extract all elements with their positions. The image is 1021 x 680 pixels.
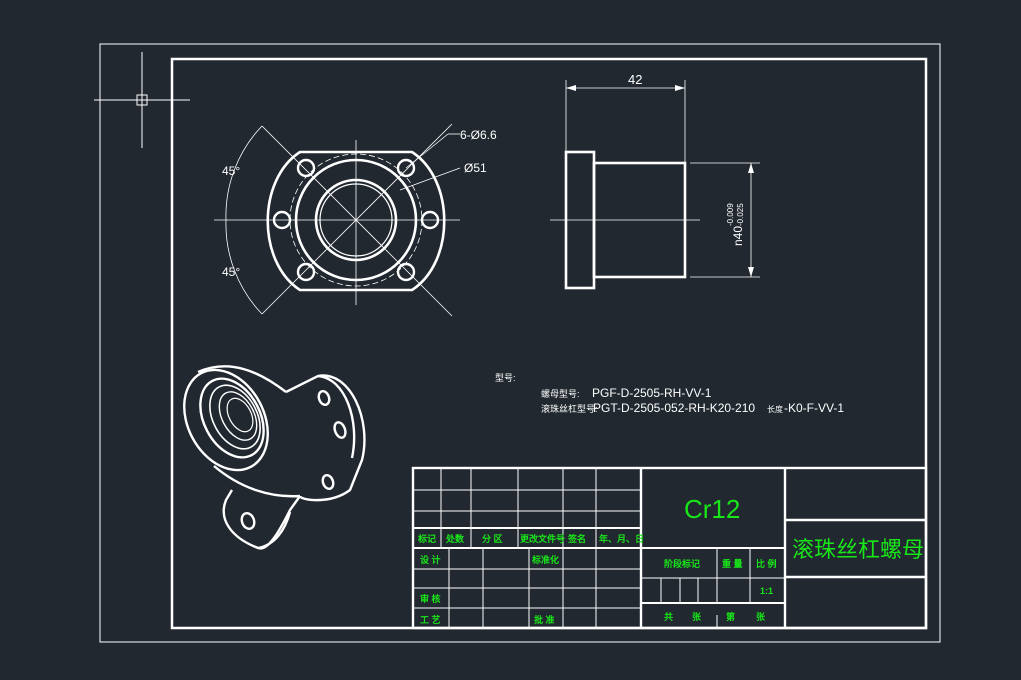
dia-dim: n40 (731, 226, 745, 246)
outer-frame (99, 43, 941, 643)
screw-length: 长度 (767, 404, 783, 414)
front-view: 6-Ø6.6 Ø51 45° 45° (214, 123, 497, 317)
sheets-unit-label: 张 (692, 611, 702, 622)
rev-header-count: 处数 (445, 533, 465, 544)
review-label: 审 核 (420, 593, 441, 604)
rev-header-date: 年、月、日 (599, 533, 644, 544)
screw-model-b: -K0-F-VV-1 (784, 401, 844, 415)
screw-label: 滚珠丝杠型号: (541, 403, 598, 414)
sheets-total-label: 共 (664, 611, 673, 622)
sheet-unit2-label: 张 (756, 611, 766, 622)
scale-value: 1:1 (760, 586, 773, 596)
pcd-dim: Ø51 (464, 161, 487, 175)
process-label: 工 艺 (420, 614, 441, 625)
isometric-view (183, 365, 366, 550)
nut-label: 螺母型号: (541, 389, 580, 399)
crosshair-cursor (94, 52, 190, 148)
rev-header-zone: 分 区 (482, 533, 503, 544)
angle-bottom: 45° (222, 265, 240, 279)
rev-header-doc: 更改文件号 (520, 533, 565, 544)
approve-label: 批 准 (534, 614, 555, 625)
width-dim: 42 (628, 72, 642, 87)
rev-header-sign: 签名 (567, 533, 586, 544)
nut-model: PGF-D-2505-RH-VV-1 (592, 386, 712, 400)
material-label: Cr12 (684, 494, 740, 524)
part-name: 滚珠丝杠螺母 (792, 537, 924, 562)
design-label: 设 计 (420, 554, 441, 565)
holes-dim: 6-Ø6.6 (460, 128, 497, 142)
screw-model-a: PGT-D-2505-052-RH-K20-210 (593, 401, 755, 415)
dia-tol-upper: -0.009 (726, 203, 735, 226)
side-view: 42 n40 -0.009 -0.025 (550, 72, 760, 290)
standardize-label: 标准化 (531, 554, 559, 565)
stage-mark-label: 阶段标记 (664, 558, 700, 569)
sheet-no-label: 第 (726, 611, 735, 622)
rev-header-mark: 标记 (417, 533, 436, 544)
angle-top: 45° (222, 164, 240, 178)
dia-tol-lower: -0.025 (736, 203, 745, 226)
notes-heading: 型号: (495, 373, 516, 383)
model-notes: 型号: 螺母型号: PGF-D-2505-RH-VV-1 滚珠丝杠型号: PGT… (495, 373, 844, 415)
title-block: Cr12 滚珠丝杠螺母 标记 处数 分 区 更改文件号 签名 年、月、日 设 计… (411, 466, 928, 630)
weight-label: 重 量 (722, 558, 743, 569)
scale-label: 比 例 (756, 558, 777, 569)
